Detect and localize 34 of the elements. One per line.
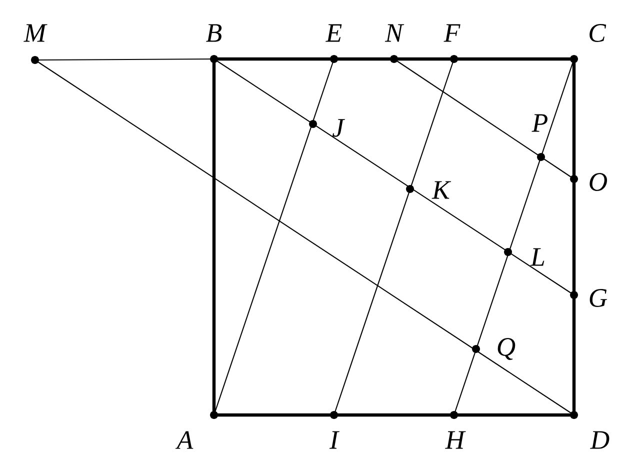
labelled-point: C [570, 24, 606, 63]
node-label: N [384, 24, 404, 42]
labelled-point: D [570, 411, 610, 449]
labelled-point: K [406, 181, 452, 199]
labelled-point: E [326, 24, 342, 63]
node-label: B [206, 24, 222, 42]
node-label: C [590, 24, 606, 42]
node-label: I [329, 431, 340, 449]
labelled-point: N [384, 24, 404, 63]
node-label: L [530, 248, 544, 266]
node-label: Q [498, 338, 516, 360]
node-label: O [590, 173, 608, 191]
node-label: P [532, 114, 548, 132]
labelled-point: F [444, 24, 460, 63]
labelled-point: L [504, 248, 544, 266]
labelled-point: G [570, 289, 608, 307]
node-label: D [590, 431, 610, 449]
labelled-point: Q [472, 338, 516, 360]
labelled-point: P [532, 114, 548, 161]
node-label: J [332, 119, 345, 137]
node-label: K [432, 181, 452, 199]
node-label: M [24, 24, 48, 42]
labelled-point: I [329, 411, 340, 449]
labelled-point: B [206, 24, 222, 63]
node-label: A [175, 431, 194, 449]
labelled-point: J [309, 119, 345, 137]
labelled-point: O [570, 173, 607, 191]
node-label: G [590, 289, 608, 307]
labelled-point: A [175, 411, 218, 449]
node-label: F [444, 24, 460, 42]
labelled-point: M [24, 24, 48, 64]
node-label: H [445, 431, 466, 449]
node-label: E [326, 24, 342, 42]
labelled-point: H [445, 411, 466, 449]
